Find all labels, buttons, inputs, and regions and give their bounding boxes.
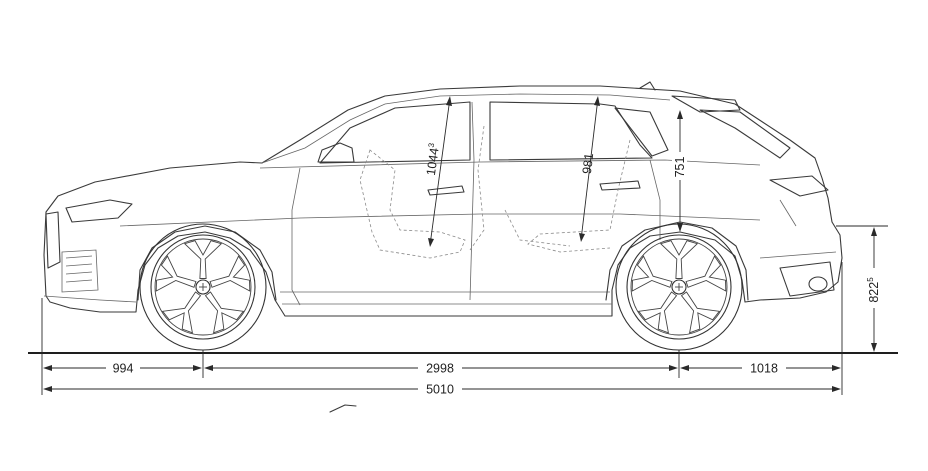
front-door-handle [427,185,465,196]
rim-spoke [183,240,223,279]
hub-cap [671,279,687,295]
front-headroom-dim-line [429,97,451,246]
rear-headroom-label: 981 [580,152,596,174]
rim [626,234,732,340]
rim-spoke [659,240,699,279]
rim [150,234,256,340]
overall-length-label: 5010 [426,383,454,397]
rim-inner [630,238,728,336]
rear-glass [699,109,791,159]
wheelbase-label: 2998 [426,362,454,376]
rim-spoke [631,255,673,292]
rear-door-handle [599,180,641,191]
wheels-group [139,223,743,351]
interior-seats-outline [359,125,631,259]
rim-spoke [204,291,245,334]
rim-spoke [209,255,251,292]
rear-window [489,101,653,161]
front-grille [45,211,61,269]
rim-spoke [680,291,721,334]
quarter-window [614,107,669,157]
rim-inner [154,238,252,336]
boot-height-label: 751 [673,157,687,178]
rear-overhang-label: 1018 [750,362,778,376]
hub-cap [195,279,211,295]
rear-diffuser [779,261,835,297]
rim-spoke [637,291,678,334]
side-mirror [317,142,355,163]
exhaust-tip [808,276,828,292]
bumper-height-label: 8225 [866,277,881,303]
rim-spoke [685,255,727,292]
signature-mark [329,404,357,413]
rim-spoke [161,291,202,334]
front-overhang-label: 994 [113,362,134,376]
rear-headroom-dim-line [580,97,599,241]
tail-light [769,175,829,197]
rim-spoke [155,255,197,292]
front-headroom-label: 10443 [423,142,442,177]
front-window [319,101,471,164]
car-body-outline [43,81,843,317]
headlight [65,199,133,223]
rear-wheel [615,223,743,351]
dimension-lines: 994 2998 1018 5010 8225 10443 [41,96,888,397]
